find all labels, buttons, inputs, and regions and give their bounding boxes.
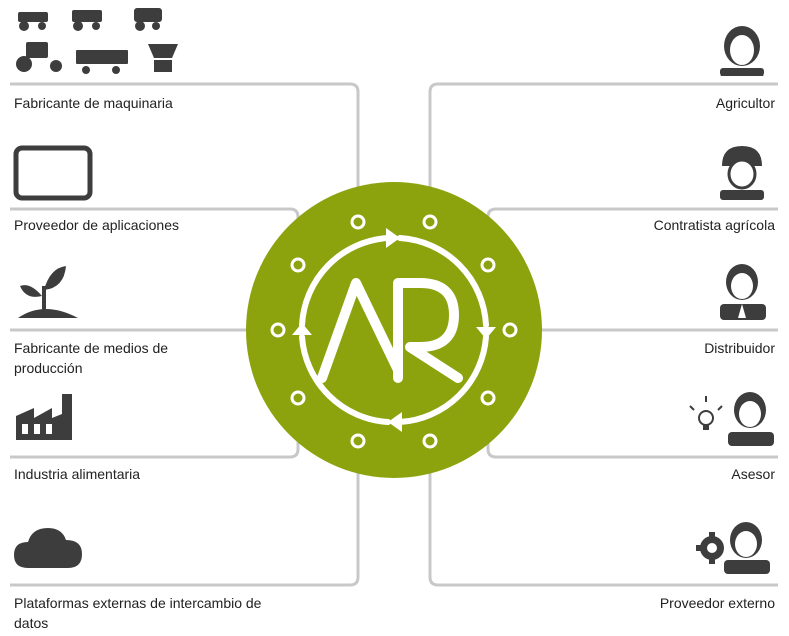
connector-asesor: [486, 398, 778, 459]
advisor-lightbulb-icon: [689, 392, 774, 446]
label-proveedor-aplicaciones: Proveedor de aplicaciones: [14, 217, 179, 233]
cycle-arrowheads: [292, 228, 496, 432]
label-asesor: Asesor: [731, 466, 775, 482]
connector-fabricante-maquinaria: [10, 82, 360, 222]
label-distribuidor: Distribuidor: [704, 340, 775, 356]
connector-agricultor: [428, 82, 778, 222]
factory-icon: [16, 394, 72, 440]
external-provider-gear-icon: [696, 522, 770, 574]
tablet-icon: [13, 145, 93, 201]
label-proveedor-externo: Proveedor externo: [659, 595, 775, 611]
sprout-icon: [18, 266, 78, 318]
contractor-helmet-icon: [720, 146, 764, 200]
ar-logo: [317, 278, 463, 383]
label-fabricante-maquinaria: Fabricante de maquinaria: [14, 95, 173, 111]
connection-dots: [270, 214, 518, 449]
label-plataformas-externas: Plataformas externas de intercambio de d…: [14, 595, 262, 631]
cloud-icon: [14, 528, 82, 568]
cycle-arrows: [299, 235, 489, 425]
dealer-suit-icon: [720, 264, 766, 320]
connector-industria-alimentaria: [10, 398, 300, 459]
connector-lines: [10, 82, 778, 587]
label-agricultor: Agricultor: [715, 95, 775, 111]
label-fabricante-medios: Fabricante de medios de producción: [14, 340, 169, 376]
connector-plataformas-externas: [10, 441, 360, 587]
label-industria-alimentaria: Industria alimentaria: [14, 466, 141, 482]
connector-proveedor-aplicaciones: [10, 207, 300, 265]
farm-machinery-icon: [16, 8, 178, 74]
connector-proveedor-externo: [428, 441, 778, 587]
label-contratista-agricola: Contratista agrícola: [653, 217, 775, 233]
farmer-icon: [720, 26, 764, 76]
